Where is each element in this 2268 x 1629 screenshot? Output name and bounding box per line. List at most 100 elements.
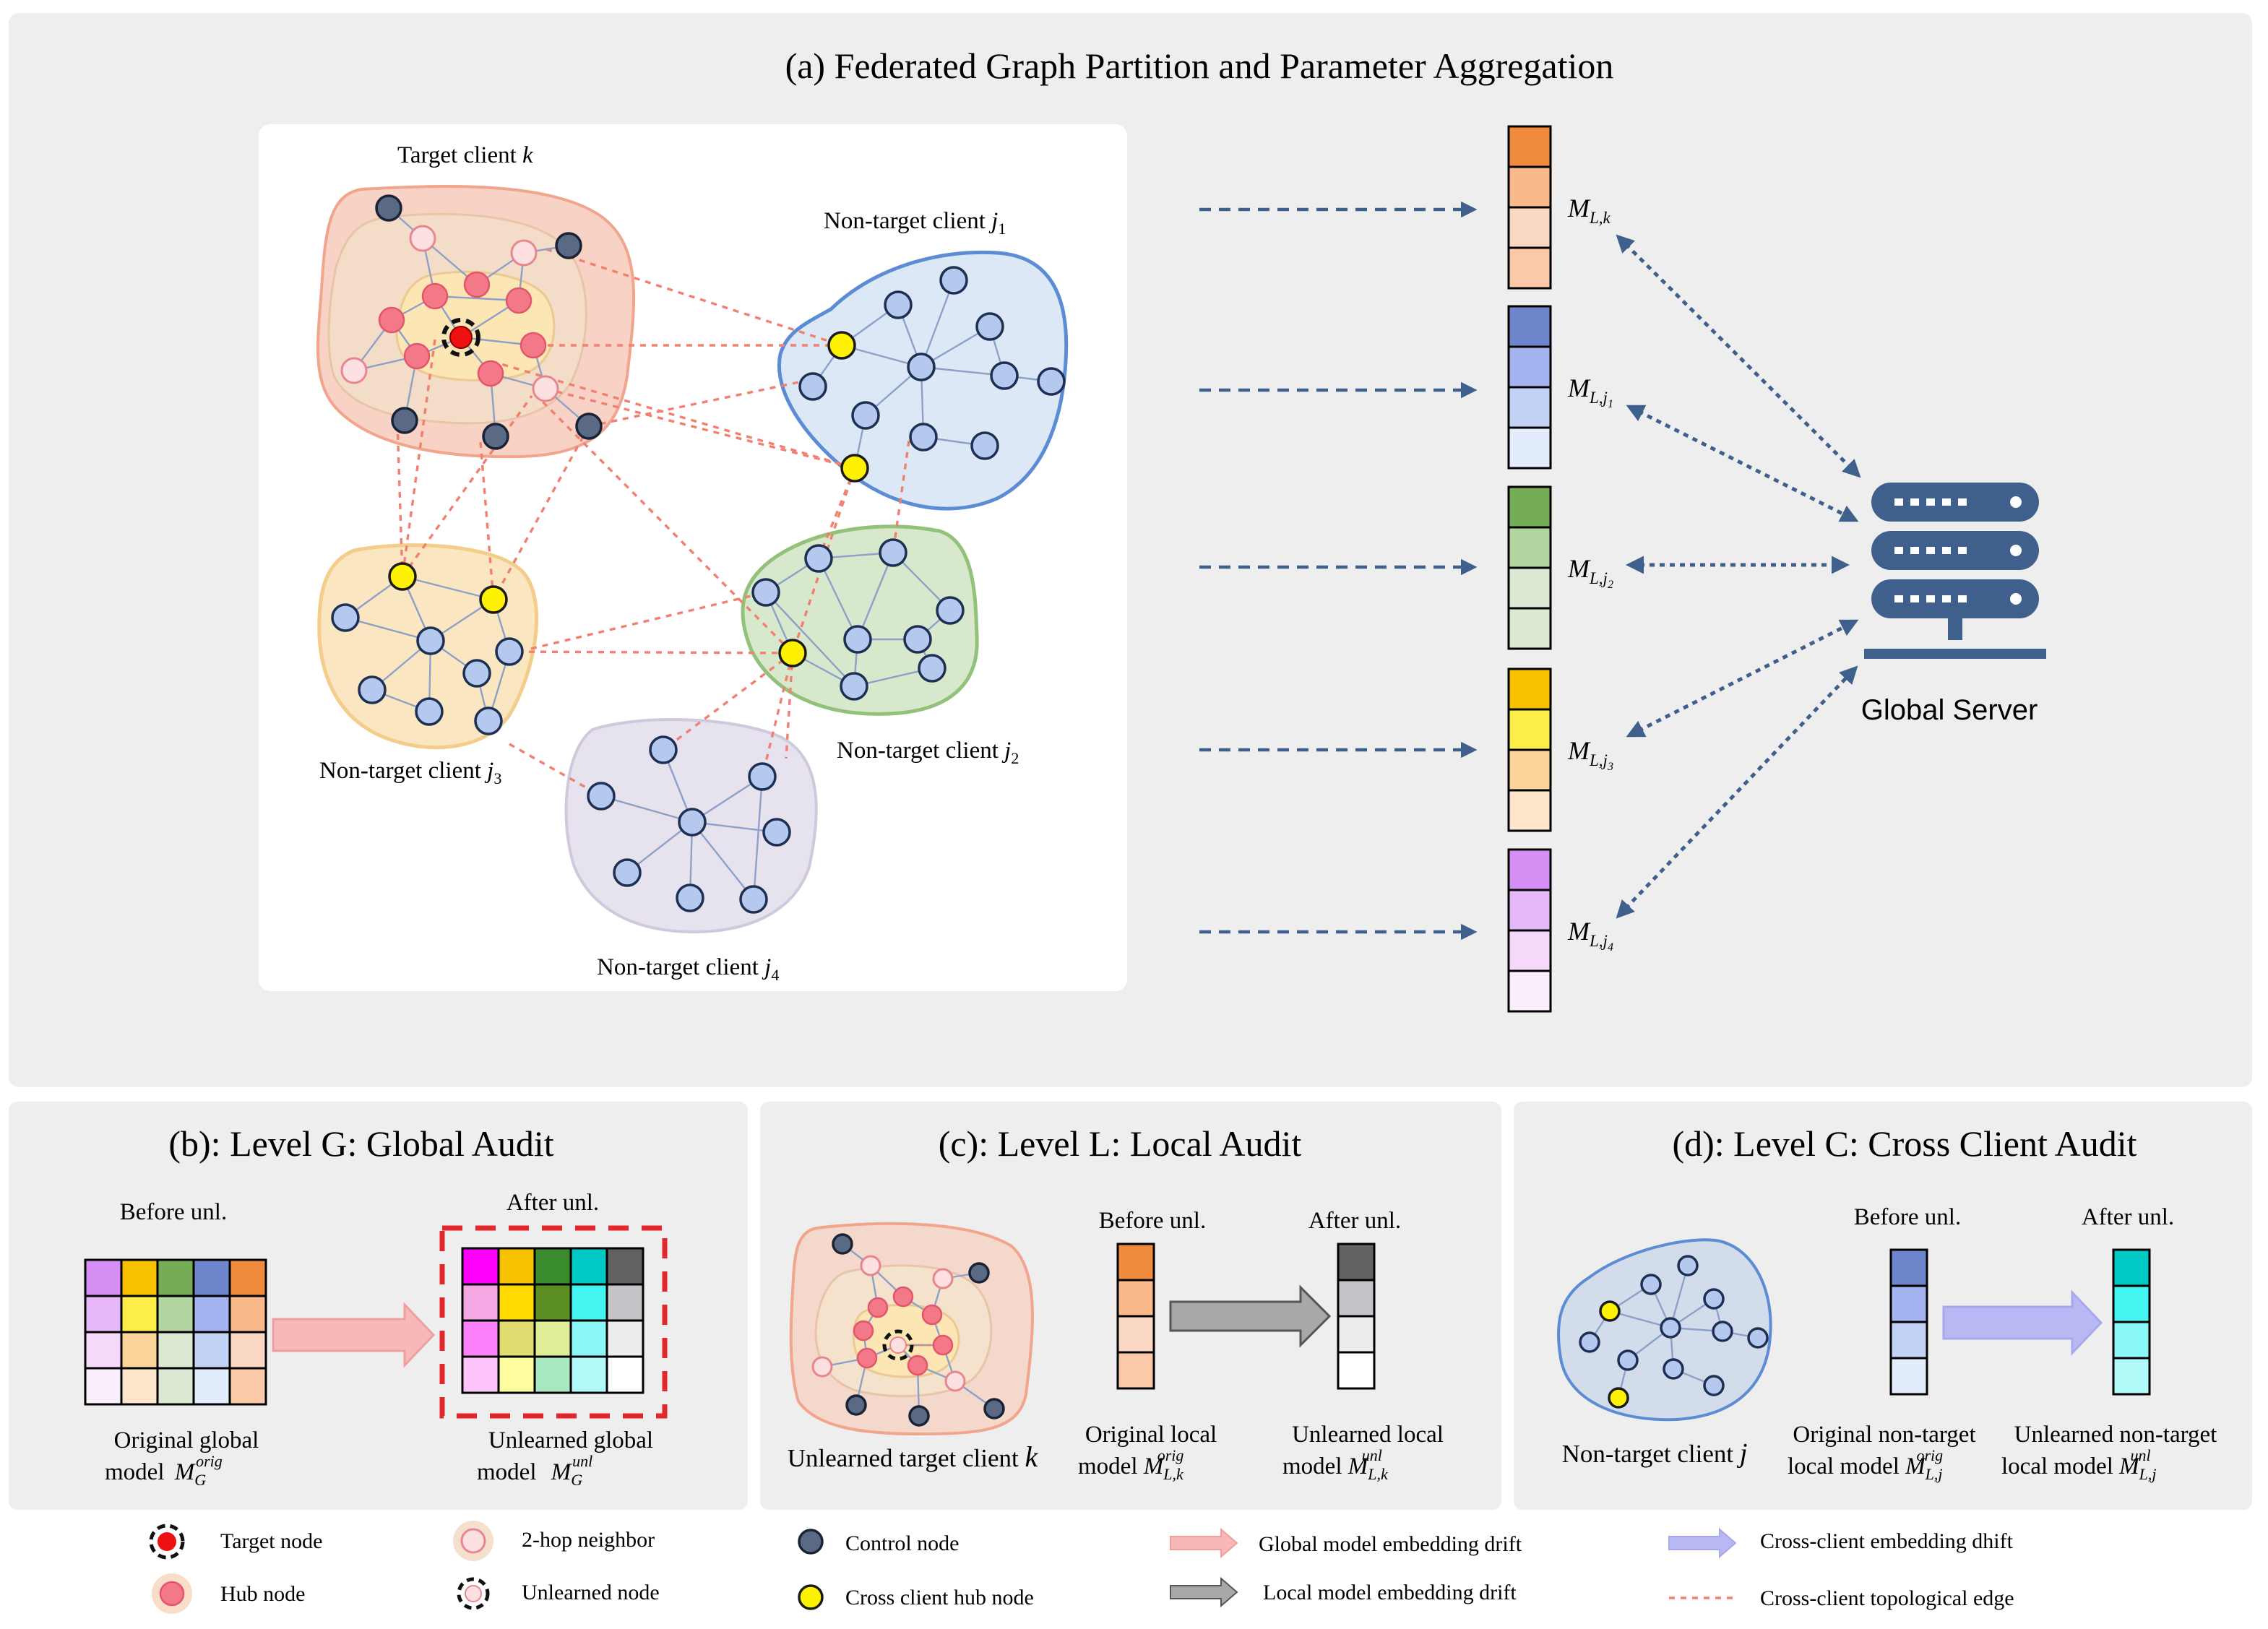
local-before-cell xyxy=(1116,1315,1155,1354)
global-before-cell xyxy=(228,1331,267,1370)
panel-d-before-label: Before unl. xyxy=(1854,1204,1961,1230)
global-before-cell xyxy=(84,1258,123,1297)
panel-b-caption-left-line2: model MGorig xyxy=(105,1452,223,1489)
non-target-model-before-stack xyxy=(1889,1248,1928,1396)
local-before-cell xyxy=(1116,1279,1155,1318)
global-after-cell xyxy=(461,1355,500,1394)
local-model-stack: ML,j2 xyxy=(1507,485,1613,650)
panel-c-before-label: Before unl. xyxy=(1099,1208,1206,1234)
legend-cross-drift-icon xyxy=(1668,1527,1737,1559)
model-label: ML,j3 xyxy=(1567,736,1613,773)
panel-b-background xyxy=(9,1102,748,1510)
panel-d-after-label: After unl. xyxy=(2082,1204,2174,1230)
global-after-cell xyxy=(569,1355,608,1394)
local-model-before-stack xyxy=(1116,1243,1155,1390)
panel-b-after-label: After unl. xyxy=(506,1190,599,1216)
model-vector-cell xyxy=(1507,485,1552,529)
global-before-cell xyxy=(120,1331,159,1370)
model-vector-cell xyxy=(1507,246,1552,290)
target-client-label: Target client k xyxy=(397,142,534,168)
legend-hub-node-label: Hub node xyxy=(220,1582,305,1606)
legend-cross-hub-icon xyxy=(798,1584,824,1610)
model-vector-cell xyxy=(1507,969,1552,1013)
global-after-cell xyxy=(605,1319,644,1358)
legend-cross-drift-label: Cross-client embedding dhift xyxy=(1760,1529,2014,1553)
global-after-cell xyxy=(605,1247,644,1286)
model-vector-cell xyxy=(1507,526,1552,569)
server-links xyxy=(1616,234,1861,919)
panel-d-caption-left-line1: Original non-target xyxy=(1793,1422,1975,1448)
local-after-cell xyxy=(1337,1279,1376,1318)
model-vector-cell xyxy=(1507,345,1552,389)
model-vector-cell xyxy=(1507,206,1552,249)
legend-cross-edge-label: Cross-client topological edge xyxy=(1760,1586,2014,1610)
local-model-stack: ML,j1 xyxy=(1507,305,1613,470)
panel-c-after-label: After unl. xyxy=(1308,1208,1401,1234)
model-vector-cell xyxy=(1507,748,1552,792)
model-vector-cell xyxy=(1507,708,1552,751)
panel-d-caption-right-line2: local model ML,junl xyxy=(2001,1446,2156,1483)
panel-b-caption-right-line1: Unlearned global xyxy=(488,1427,653,1453)
local-before-cell xyxy=(1116,1351,1155,1390)
client-upload-arrows xyxy=(1199,201,1478,941)
client-j2-nodes xyxy=(751,538,965,701)
legend-unlearned-node-label: Unlearned node xyxy=(522,1581,660,1604)
local-model-stack: ML,j3 xyxy=(1507,667,1613,832)
unlearned-highlight-box xyxy=(439,1225,668,1419)
legend: Target node Hub node 2-hop neighbor Unle… xyxy=(149,1521,2014,1614)
local-model-after-stack xyxy=(1337,1243,1376,1390)
global-after-cell xyxy=(461,1283,500,1322)
legend-target-node-icon xyxy=(149,1524,185,1560)
nontarget-before-cell xyxy=(1889,1321,1928,1360)
global-after-cell xyxy=(533,1283,572,1322)
global-after-cell xyxy=(497,1247,536,1286)
panel-c-client-caption: Unlearned target client k xyxy=(788,1440,1039,1473)
model-label: ML,k xyxy=(1567,194,1611,227)
global-before-cell xyxy=(192,1295,231,1334)
global-after-cell xyxy=(569,1319,608,1358)
global-after-cell xyxy=(569,1247,608,1286)
global-before-cell xyxy=(156,1331,195,1370)
client-j3-label: Non-target client j3 xyxy=(319,758,501,787)
legend-local-drift-icon xyxy=(1170,1576,1238,1608)
global-before-cell xyxy=(192,1258,231,1297)
non-target-model-after-stack xyxy=(2112,1248,2151,1396)
global-after-cell xyxy=(533,1247,572,1286)
legend-control-node-label: Control node xyxy=(845,1531,960,1555)
nontarget-after-cell xyxy=(2112,1284,2151,1323)
model-vector-cell xyxy=(1507,607,1552,650)
panel-b-caption-right-line2: model MGunl xyxy=(477,1452,592,1489)
local-before-cell xyxy=(1116,1243,1155,1282)
model-vector-cell xyxy=(1507,929,1552,972)
panel-d-title: (d): Level C: Cross Client Audit xyxy=(1672,1123,2137,1164)
global-before-cell xyxy=(228,1367,267,1406)
client-j1-label: Non-target client j1 xyxy=(824,208,1006,238)
panel-c-caption-right-line1: Unlearned local xyxy=(1292,1422,1444,1448)
global-before-cell xyxy=(156,1258,195,1297)
legend-global-drift-icon xyxy=(1170,1527,1238,1559)
model-label: ML,j1 xyxy=(1567,373,1613,410)
local-model-stack: ML,k xyxy=(1507,125,1611,290)
global-before-cell xyxy=(156,1367,195,1406)
global-after-cell xyxy=(569,1283,608,1322)
legend-local-drift-label: Local model embedding drift xyxy=(1263,1581,1517,1604)
global-before-cell xyxy=(84,1331,123,1370)
model-vector-cell xyxy=(1507,426,1552,470)
global-before-cell xyxy=(156,1295,195,1334)
legend-two-hop-icon xyxy=(453,1521,493,1561)
local-model-stack: ML,j4 xyxy=(1507,848,1613,1013)
model-vector-cell xyxy=(1507,667,1552,711)
panel-c-caption-left-line1: Original local xyxy=(1085,1422,1217,1448)
nontarget-after-cell xyxy=(2112,1248,2151,1287)
model-vector-cell xyxy=(1507,566,1552,610)
global-after-cell xyxy=(461,1319,500,1358)
panel-b-title: (b): Level G: Global Audit xyxy=(168,1123,553,1164)
panel-b-before-label: Before unl. xyxy=(120,1199,227,1225)
nontarget-before-cell xyxy=(1889,1248,1928,1287)
target-client-nodes xyxy=(340,194,603,450)
model-vector-cell xyxy=(1507,305,1552,348)
global-after-cell xyxy=(605,1355,644,1394)
legend-target-node-label: Target node xyxy=(220,1529,322,1553)
panel-c-title: (c): Level L: Local Audit xyxy=(939,1123,1302,1164)
